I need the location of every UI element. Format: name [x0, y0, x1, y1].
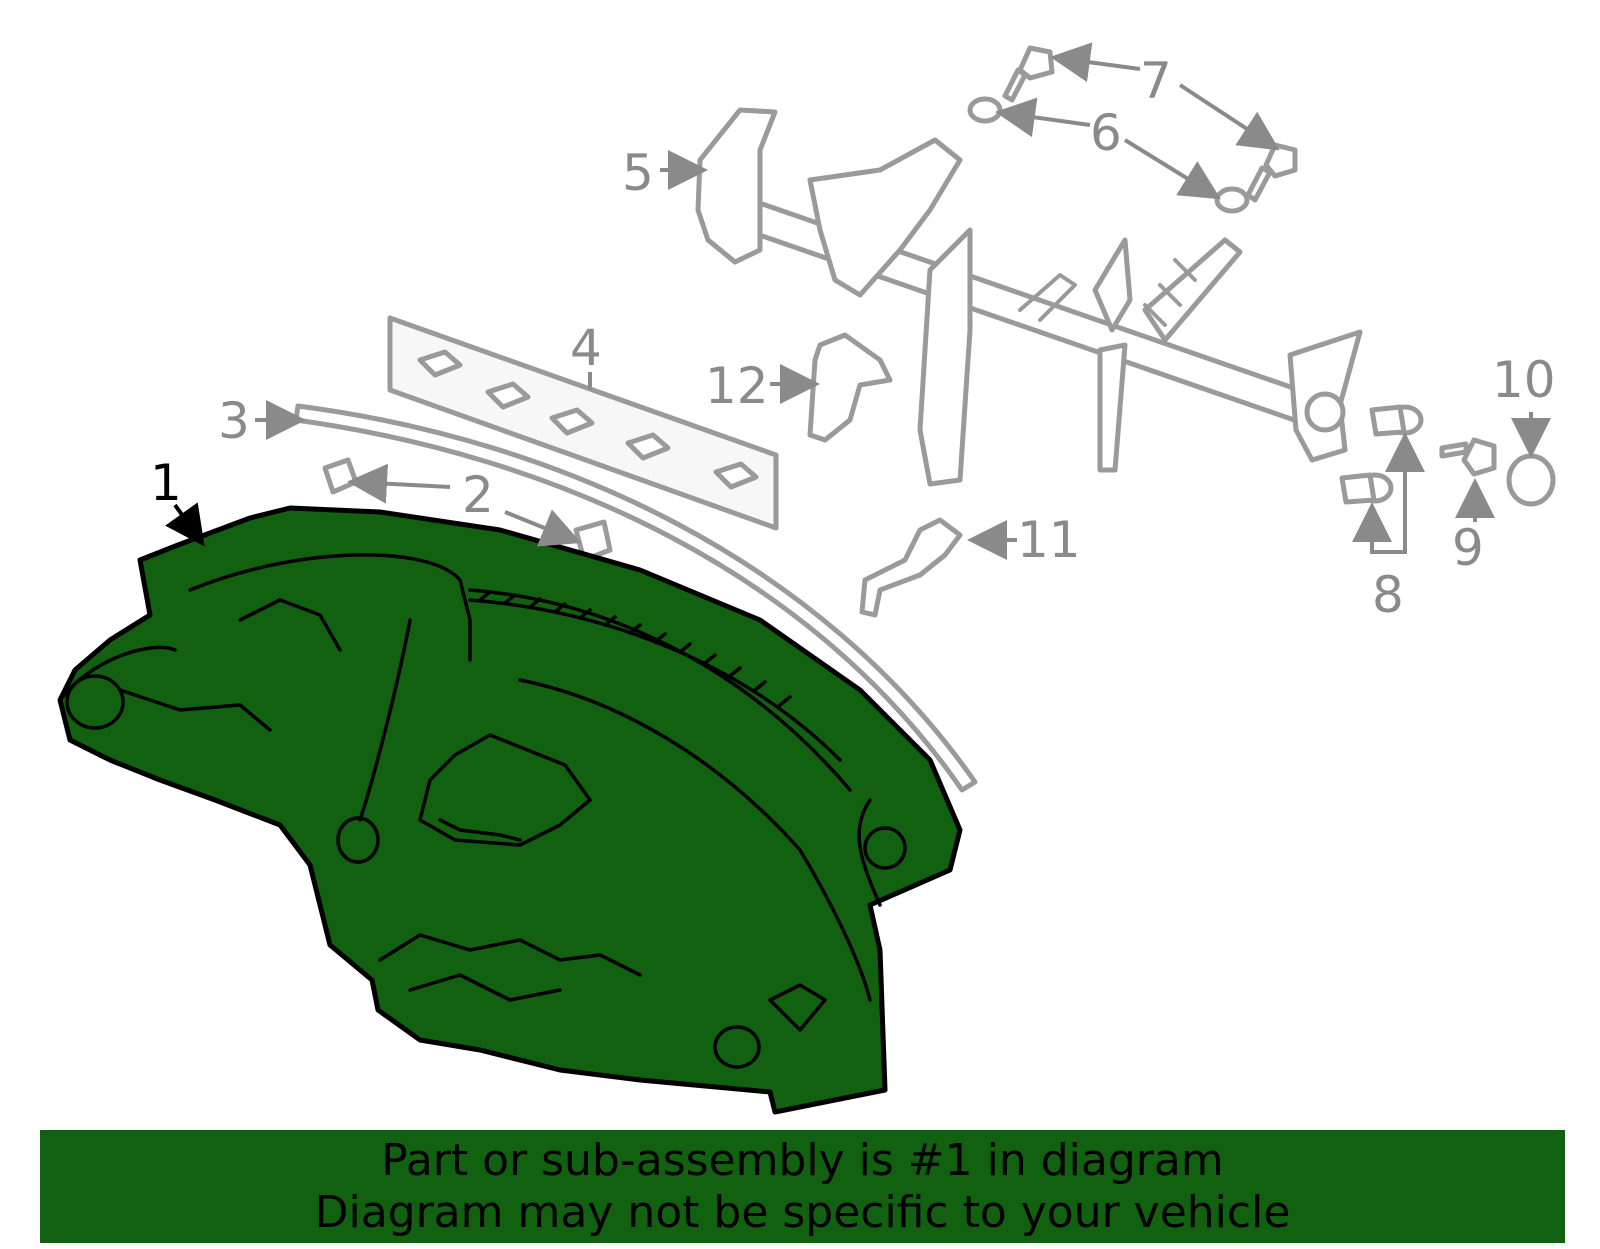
callout-11: 11 — [1017, 511, 1081, 569]
part-3-strip — [293, 403, 978, 793]
callout-3: 3 — [218, 392, 250, 450]
part-1-instrument-panel — [57, 505, 963, 1115]
callout-9: 9 — [1452, 519, 1484, 577]
callout-4: 4 — [570, 319, 602, 377]
callout-labels: 1 2 3 4 5 6 7 8 9 10 11 12 — [150, 52, 1556, 624]
callout-5: 5 — [622, 144, 654, 202]
part-12-bracket — [807, 332, 893, 443]
info-banner: Part or sub-assembly is #1 in diagram Di… — [40, 1130, 1565, 1243]
callout-6: 6 — [1090, 104, 1122, 162]
part-4-panel — [387, 315, 779, 531]
callout-8: 8 — [1372, 566, 1404, 624]
callout-10: 10 — [1492, 351, 1556, 409]
callout-2: 2 — [462, 466, 494, 524]
part-11-bracket — [859, 517, 963, 618]
callout-7: 7 — [1140, 52, 1172, 110]
callout-1: 1 — [150, 454, 182, 512]
banner-line-disclaimer: Diagram may not be specific to your vehi… — [314, 1186, 1291, 1238]
banner-line-part: Part or sub-assembly is #1 in diagram — [381, 1134, 1224, 1186]
part-5-beam — [695, 107, 1363, 487]
fasteners — [967, 45, 1556, 507]
callout-12: 12 — [705, 357, 769, 415]
leader-lines — [165, 42, 1551, 560]
